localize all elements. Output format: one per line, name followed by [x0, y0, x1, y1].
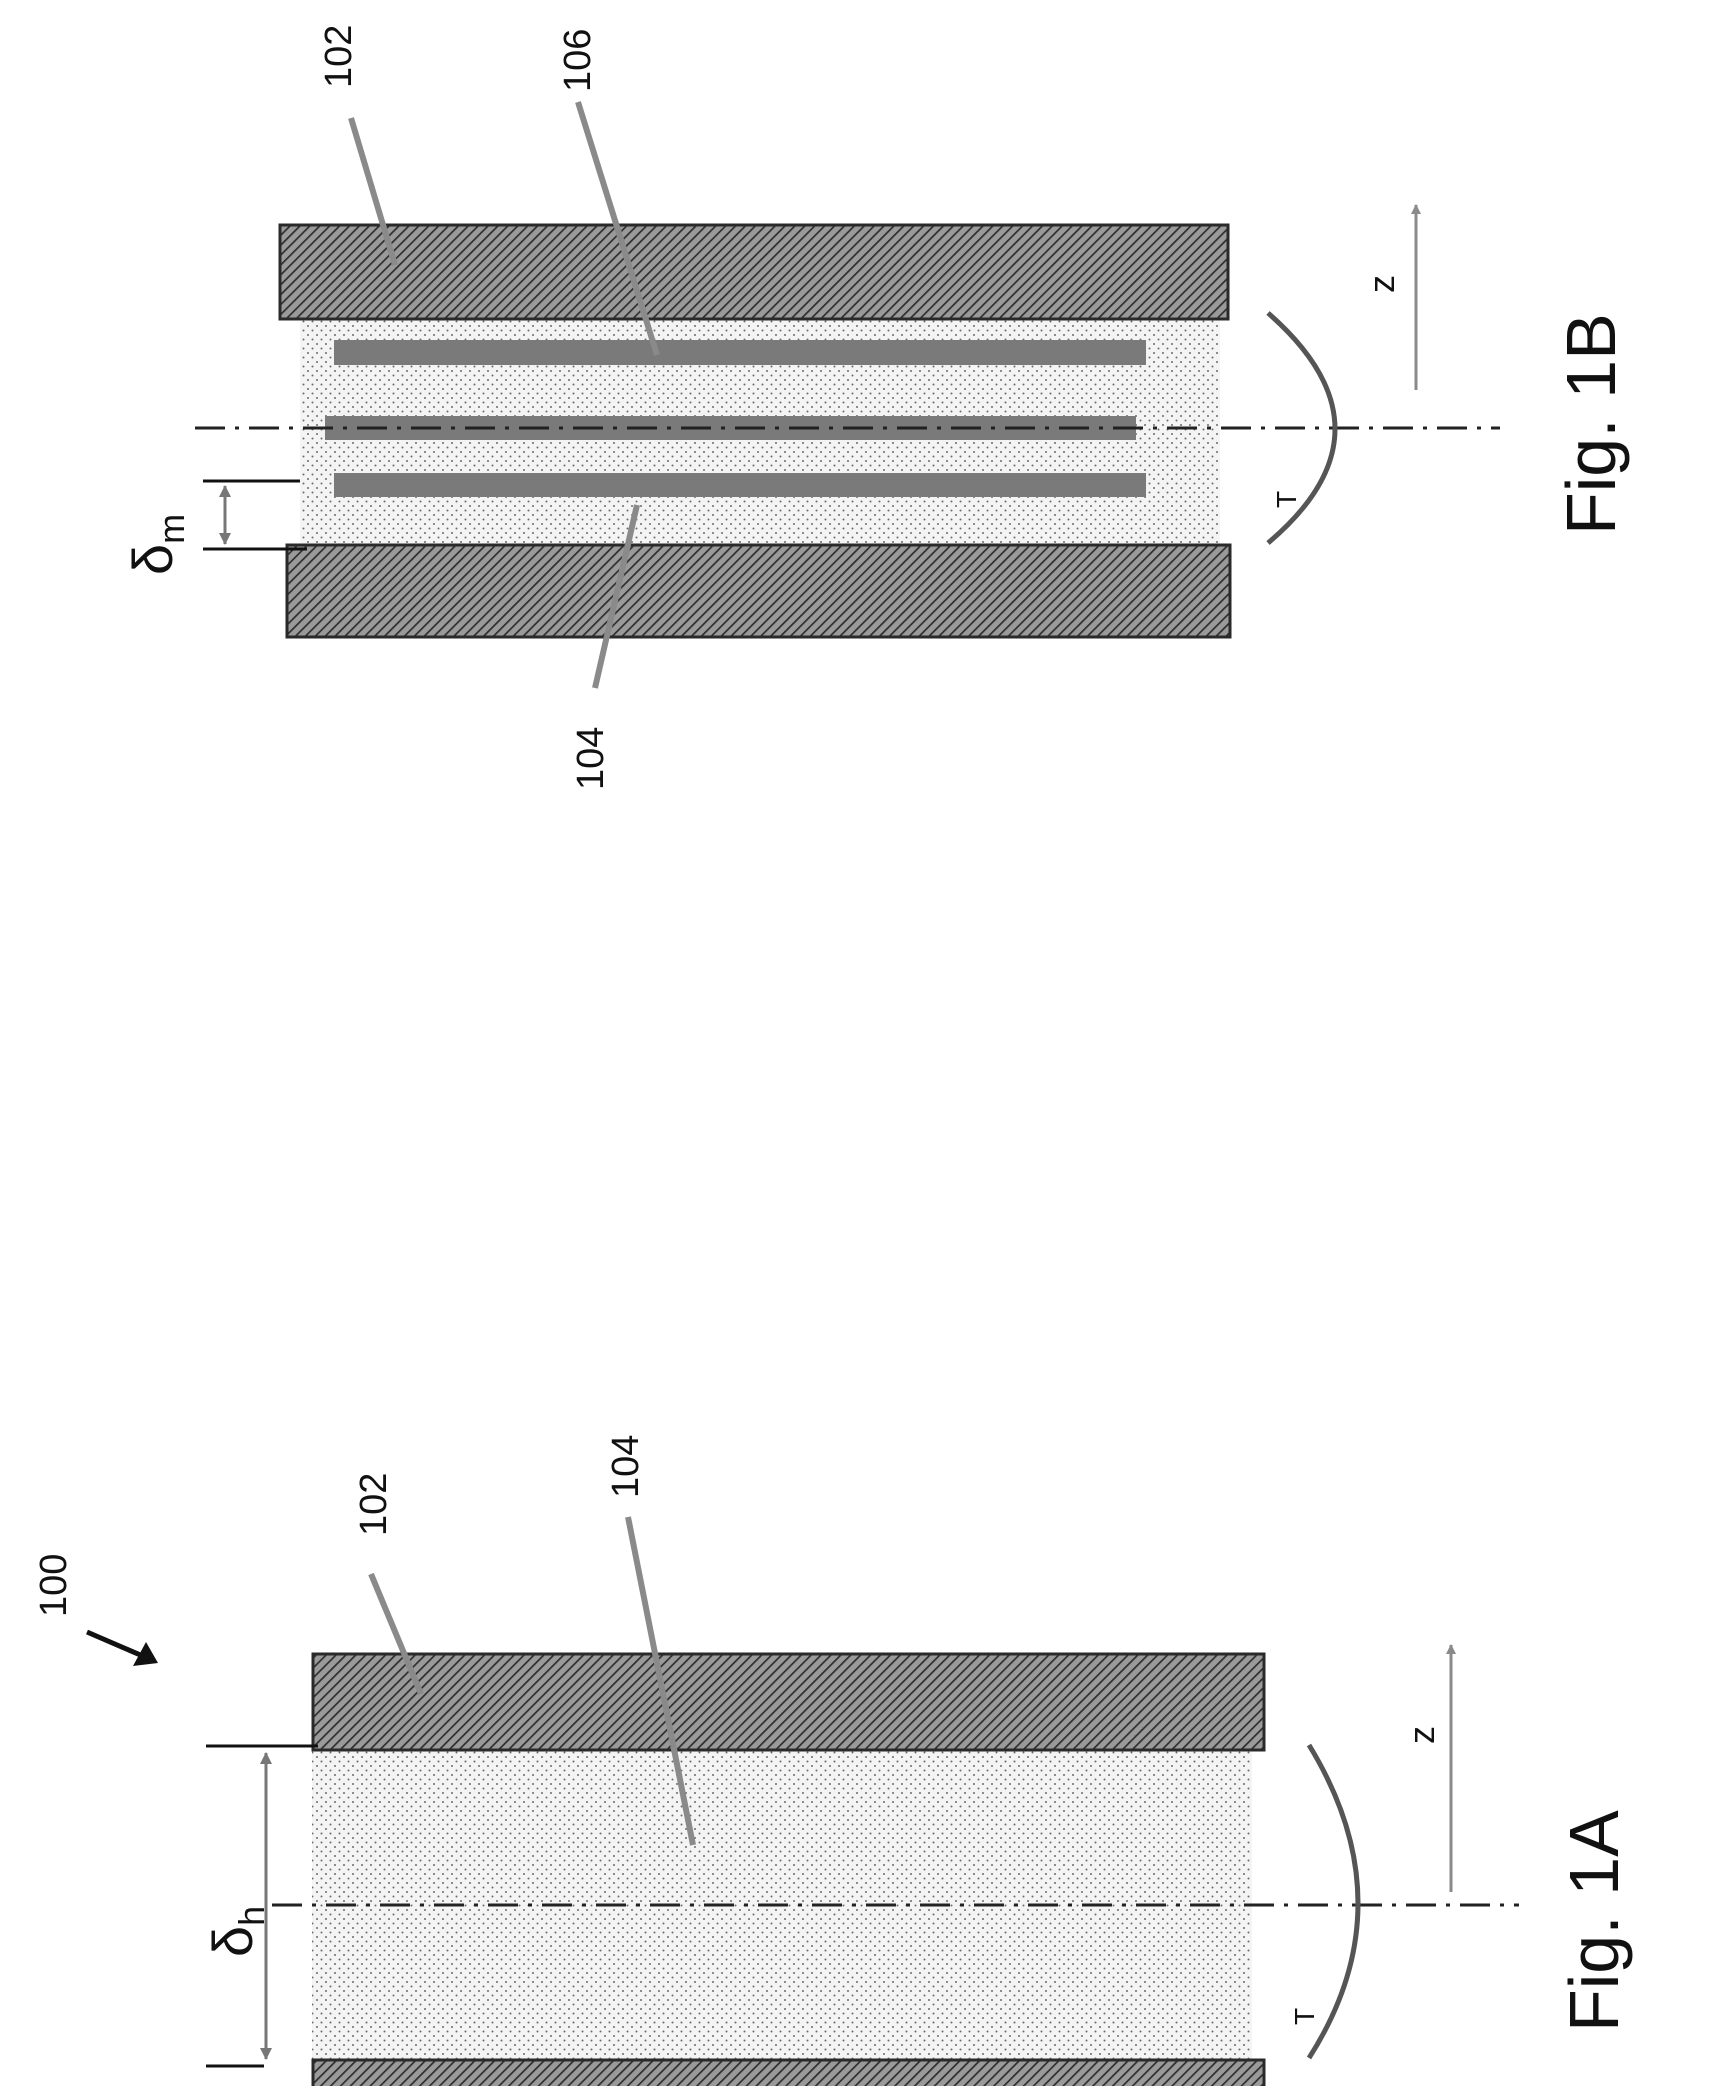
- label-102-b: 102: [318, 25, 360, 88]
- delta-symbol: δ: [201, 1926, 264, 1957]
- caption-fig-1b: Fig. 1B: [1552, 313, 1630, 535]
- label-delta-h: δh: [201, 1906, 272, 1957]
- label-T-b: T: [1271, 491, 1302, 508]
- caption-fig-1a: Fig. 1A: [1555, 1810, 1633, 2032]
- label-T-a: T: [1289, 2008, 1320, 2025]
- label-102-a: 102: [353, 1473, 395, 1536]
- figure-1b: 102 106 104 δm T z Fig. 1B: [121, 25, 1630, 790]
- delta-subscript-b: m: [151, 514, 192, 544]
- delta-symbol-b: δ: [121, 544, 184, 575]
- label-delta-m: δm: [121, 514, 192, 575]
- membrane-upper: [334, 340, 1146, 365]
- plate-lower-b: [287, 545, 1230, 637]
- label-104-b: 104: [570, 727, 612, 790]
- plate-lower: [313, 2060, 1264, 2086]
- membrane-lower: [334, 473, 1146, 497]
- label-106: 106: [557, 29, 599, 92]
- label-z-a: z: [1401, 1726, 1442, 1744]
- label-104-a: 104: [605, 1435, 647, 1498]
- figure-1a: 100 102 104 δh T z Fig. 1A: [33, 1435, 1633, 2086]
- plate-upper: [313, 1654, 1264, 1750]
- plate-upper-b: [280, 225, 1228, 319]
- arrow-100: [87, 1632, 145, 1657]
- delta-subscript: h: [231, 1906, 272, 1926]
- label-100: 100: [33, 1554, 75, 1617]
- label-z-b: z: [1361, 275, 1402, 293]
